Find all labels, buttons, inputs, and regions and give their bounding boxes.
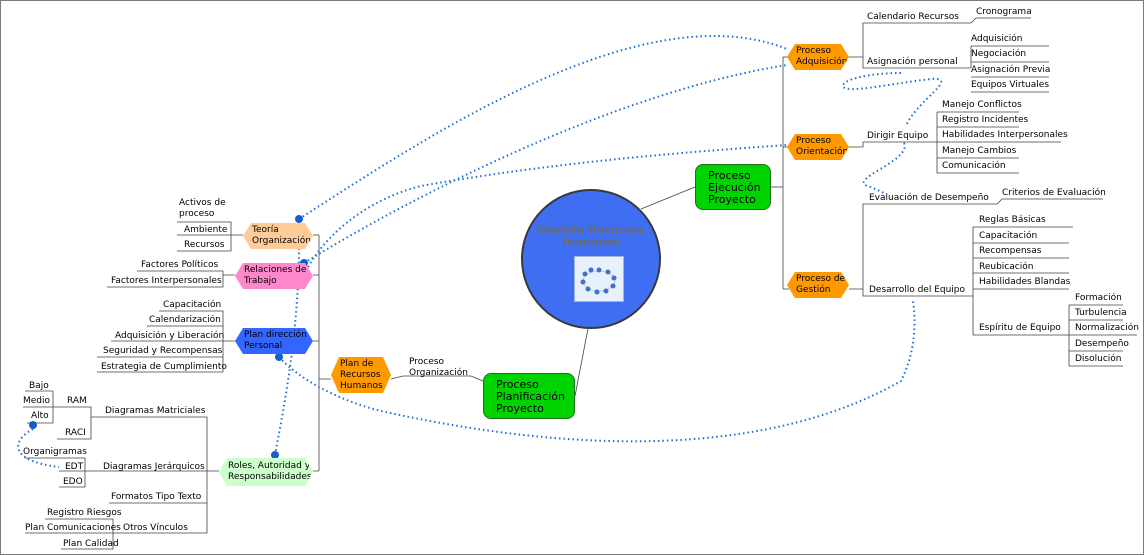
desarrollo-item: Habilidades Blandas — [979, 277, 1071, 287]
relation-dirigir-evaluacion — [862, 142, 906, 195]
ram-item: Alto — [31, 411, 49, 421]
desarrollo-item: Recompensas — [979, 246, 1042, 256]
plan-direccion-node[interactable]: Plan dirección Personal — [235, 328, 313, 354]
espiritu-item: Disolución — [1075, 354, 1122, 364]
otros-item: Registro Riesgos — [47, 508, 122, 518]
proceso-planificacion-label: Proceso Planificación Proyecto — [496, 378, 565, 415]
plan-direccion-item: Calendarización — [149, 315, 221, 325]
organigramas-label: Organigramas — [23, 447, 87, 457]
dirigir-item: Comunicación — [942, 161, 1006, 171]
relation-alto-edt — [17, 428, 60, 468]
criterios-label: Criterios de Evaluación — [1002, 188, 1106, 198]
calendario-recursos-label: Calendario Recursos — [867, 12, 959, 22]
proceso-gestion-node[interactable]: Proceso de Gestión — [787, 272, 849, 298]
central-topic-node[interactable]: Gestión Recursos Humanos — [521, 189, 661, 329]
proceso-orientacion-node[interactable]: Proceso Orientación — [787, 134, 849, 160]
teoria-item: Activos de proceso — [179, 198, 226, 219]
ram-item: Bajo — [29, 381, 49, 391]
asignacion-item: Negociación — [971, 49, 1027, 59]
espiritu-label: Espíritu de Equipo — [979, 323, 1061, 333]
plan-direccion-item: Adquisición y Liberación — [115, 331, 225, 341]
plan-direccion-item: Estrategia de Cumplimiento — [101, 362, 227, 372]
ram-label: RAM — [67, 396, 87, 406]
plan-rh-label: Plan de Recursos Humanos — [340, 358, 383, 391]
dirigir-item: Habilidades Interpersonales — [942, 130, 1068, 140]
plan-rh-node[interactable]: Plan de Recursos Humanos — [331, 357, 391, 393]
proceso-organizacion-label: Proceso Organización — [409, 357, 468, 378]
connector-central-ejecucion — [640, 186, 696, 210]
diagramas-jerarquicos-label: Diagramas Jerárquicos — [103, 462, 205, 472]
proceso-ejecucion-label: Proceso Ejecución Proyecto — [708, 169, 761, 206]
proceso-adquisicion-label: Proceso Adquisición — [796, 46, 848, 67]
asignacion-item: Adquisición — [971, 34, 1023, 44]
proceso-adquisicion-node[interactable]: Proceso Adquisición — [787, 44, 849, 70]
formatos-label: Formatos Tipo Texto — [111, 492, 202, 502]
desarrollo-item: Reglas Básicas — [979, 215, 1046, 225]
teoria-item: Recursos — [184, 240, 225, 250]
espiritu-item: Turbulencia — [1075, 308, 1127, 318]
relaciones-trabajo-node[interactable]: Relaciones de Trabajo — [235, 263, 313, 289]
edt-label: EDT — [65, 462, 84, 472]
proceso-ejecucion-node[interactable]: Proceso Ejecución Proyecto — [695, 164, 771, 210]
asignacion-personal-label: Asignación personal — [867, 57, 958, 67]
teoria-organizacion-label: Teoría Organización — [252, 225, 311, 246]
relation-plan-desarrollo — [278, 300, 916, 443]
desarrollo-item: Capacitación — [979, 231, 1038, 241]
cronograma-label: Cronograma — [976, 7, 1032, 17]
proceso-orientacion-label: Proceso Orientación — [796, 136, 849, 157]
teoria-item: Ambiente — [184, 225, 228, 235]
asignacion-item: Asignación Previa — [971, 65, 1051, 75]
relaciones-trabajo-label: Relaciones de Trabajo — [244, 265, 307, 286]
dirigir-item: Manejo Conflictos — [942, 100, 1022, 110]
plan-direccion-item: Seguridad y Recompensas — [103, 346, 223, 356]
otros-item: Plan Comunicaciones — [25, 523, 121, 533]
evaluacion-label: Evaluación de Desempeño — [869, 193, 989, 203]
dirigir-item: Manejo Cambios — [942, 146, 1017, 156]
proceso-gestion-label: Proceso de Gestión — [796, 274, 846, 295]
proceso-planificacion-node[interactable]: Proceso Planificación Proyecto — [483, 373, 575, 419]
plan-direccion-label: Plan dirección Personal — [244, 330, 307, 351]
dirigir-equipo-label: Dirigir Equipo — [867, 131, 929, 141]
otros-item: Plan Calidad — [63, 539, 119, 549]
desarrollo-label: Desarrollo del Equipo — [869, 285, 966, 295]
relaciones-item: Factores Políticos — [141, 260, 219, 270]
diagramas-matriciales-label: Diagramas Matriciales — [105, 406, 206, 416]
espiritu-item: Normalización — [1075, 323, 1139, 333]
roles-label: Roles, Autoridad y Responsabilidades — [228, 461, 312, 482]
relaciones-item: Factores Interpersonales — [111, 276, 222, 286]
team-circle-icon — [574, 256, 624, 302]
espiritu-item: Desempeño — [1075, 339, 1129, 349]
desarrollo-item: Reubicación — [979, 262, 1034, 272]
relation-asignacion-dirigir — [842, 72, 943, 127]
roles-node[interactable]: Roles, Autoridad y Responsabilidades — [219, 458, 313, 486]
central-topic-title: Gestión Recursos Humanos — [537, 223, 645, 248]
raci-label: RACI — [65, 428, 86, 438]
otros-vinculos-label: Otros Vínculos — [123, 523, 188, 533]
asignacion-item: Equipos Virtuales — [971, 80, 1050, 90]
teoria-organizacion-node[interactable]: Teoría Organización — [243, 223, 313, 249]
espiritu-item: Formación — [1075, 293, 1122, 303]
ram-item: Medio — [23, 396, 51, 406]
plan-direccion-item: Capacitación — [163, 300, 222, 310]
dirigir-item: Registro Incidentes — [942, 115, 1029, 125]
edo-label: EDO — [63, 477, 83, 487]
